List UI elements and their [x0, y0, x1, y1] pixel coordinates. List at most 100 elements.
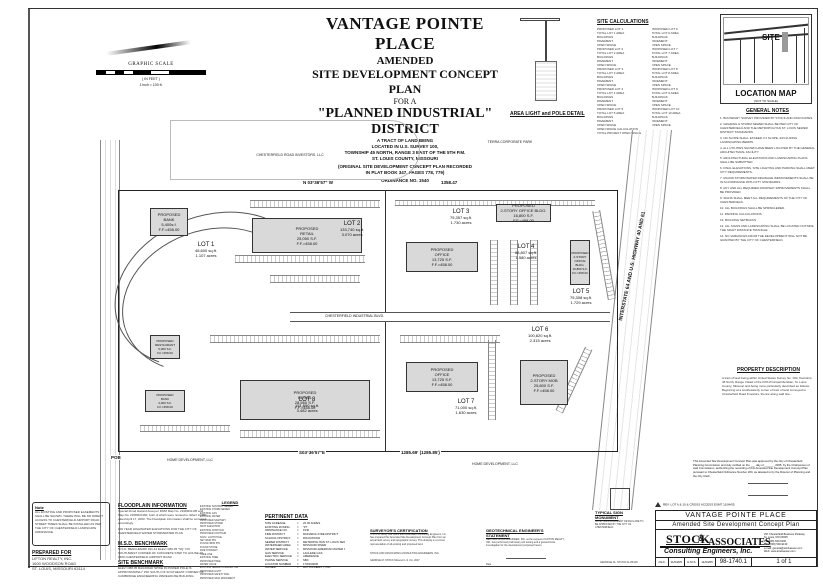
building-label-line: 2-STORY OFFICE BLDG.: [500, 208, 547, 213]
site-calculations-title: SITE CALCULATIONS: [597, 19, 649, 25]
calc-line: OPEN SPACE: [597, 123, 617, 127]
pertinent-eq: =: [297, 521, 299, 525]
approval-signature-line-1: [748, 483, 788, 484]
pertinent-value: AMERENUE: [303, 555, 319, 559]
logo-consulting-engineers: Consulting Engineers, Inc.: [664, 548, 753, 555]
firm-address: 257 Chesterfield Business Parkway St. Lo…: [764, 533, 816, 553]
location-map-title: LOCATION MAP: [735, 89, 797, 98]
calc-line: PAVEMENT: [651, 119, 668, 123]
calc-line: OPEN SPACE: [651, 63, 671, 67]
pertinent-key: GAS SERVICE: [265, 550, 284, 555]
calc-line: BUILDINGS: [651, 55, 668, 59]
pertinent-eq: =: [297, 539, 299, 544]
building-label-line: OFFICE: [434, 372, 450, 377]
lot-label-line: 3.482 acres: [296, 408, 318, 413]
building-label-line: PROPOSED: [571, 250, 589, 255]
revision-triangle-icon: [655, 502, 661, 507]
pertinent-value: MISSOURI RIVER: [303, 544, 327, 548]
firm-phone: PH (636) 530-9100: [764, 539, 787, 543]
building-label-line: RETAIL: [298, 395, 312, 400]
general-note-item: 8. ANY AND ALL REQUIRED ROADWAY IMPROVEM…: [720, 186, 811, 194]
building-label-line: PROPOSED: [532, 372, 556, 378]
calc-line: BUILDINGS: [597, 75, 614, 79]
pertinent-data-title: PERTINENT DATA: [265, 514, 308, 520]
client-address: 1600 WOODSON ROAD: [32, 561, 77, 566]
note-box-title: Note: [35, 505, 44, 510]
property-description-text: A tract of land being within United Stat…: [722, 376, 812, 396]
calc-line: OPEN SPACE: [651, 123, 671, 127]
pertinent-data-row: PHONE SERVICE=SBC: [265, 558, 345, 563]
building-label-line: 25,800 S.F.: [533, 382, 555, 388]
tb-info-row: J.E.F. 11/04/05 G.M.S. 11/04/05 98-1740.…: [656, 558, 816, 566]
lot-label-line: 100,820 sq.ft.: [528, 333, 553, 338]
logo-associates: ASSOCIATES: [708, 537, 771, 548]
point-of-beginning: POB: [110, 455, 122, 460]
pertinent-key: LOCATOR NUMBER: [265, 561, 292, 566]
sheet-number: 1 of 1: [776, 559, 792, 565]
legend-item: PROPOSED LIGHT: [200, 569, 222, 573]
calc-line: BUILDINGS: [597, 55, 614, 59]
calc-line: PAVEMENT: [651, 59, 668, 63]
lot-label-line: 2.315 acres: [529, 338, 551, 343]
legend-item: EXISTING CONTOUR: [200, 528, 224, 532]
site-benchmark-title: SITE BENCHMARK: [118, 560, 164, 566]
building-label-line: PROPOSED: [156, 339, 174, 343]
calc-line: BUILDINGS: [651, 35, 668, 39]
building-label-line: F.F.=458.00: [296, 240, 318, 246]
pertinent-data-row: EXISTING ZONING="PI": [265, 525, 345, 530]
location-map-drawing: SITE: [723, 17, 809, 85]
general-note-item: 2. GRADING & STORM SEWER SHALL BE PER CI…: [720, 122, 808, 134]
legend-item: PROPOSED TREE: [200, 559, 221, 563]
lot-label-line: LOT 8: [298, 397, 316, 403]
lot-label-line: 48,600 sq.ft.: [195, 248, 218, 253]
general-notes-title: GENERAL NOTES: [746, 108, 789, 114]
calc-line: TOTAL LOT 5 AREA: [597, 111, 625, 115]
engineer-seal-text: GEORGE M. STOCK E-25116: [600, 560, 638, 564]
legend-item: PROPOSED STORM: [200, 522, 223, 526]
calc-line: OPEN SPACE: [597, 63, 617, 67]
pertinent-key: WATERSHED AREA: [265, 543, 291, 548]
calc-line: PAVEMENT: [597, 119, 614, 123]
building-label-line: 5,000 S.F.: [158, 347, 172, 351]
lot-label-line: 1.730 acres: [450, 220, 472, 225]
pertinent-eq: =: [297, 543, 299, 548]
scale-bar: [96, 70, 206, 75]
pertinent-value: LIFTON REALTY, INC.: [303, 566, 332, 570]
calc-line: BUILDINGS: [651, 75, 668, 79]
pertinent-eq: =: [297, 528, 299, 533]
calc-line: TOTAL PROJECT OPEN SPACE: [597, 131, 642, 135]
site-marker: [782, 32, 788, 52]
building-label-line: F.F.=458.00: [157, 351, 173, 355]
checked-by: G.M.S.: [685, 558, 700, 566]
building-label-line: PROPOSED: [430, 367, 454, 372]
geotechnical-statement: GEOTECHNICAL ENGINEER'S STATEMENT GEOTEC…: [486, 528, 566, 567]
parking-row: [140, 425, 230, 432]
logo-ampersand: &: [698, 533, 705, 543]
pertinent-value: "PI": [303, 525, 308, 529]
pertinent-value: METROPOLITAN ST. LOUIS SEWER DIST.: [303, 540, 345, 544]
chesterfield-airport-road: [100, 140, 120, 560]
calc-line: PROPOSED LOT 3: [597, 67, 624, 71]
building-label-line: 13,725 S.F.: [431, 377, 453, 382]
general-note-item: 11. PARKING CALCULATIONS: [720, 212, 762, 216]
pertinent-data-row: SCHOOL DISTRICT=ROCKWOOD: [265, 535, 345, 541]
general-note-item: 10. ALL BUILDINGS SHALL BE SPRINKLERED.: [720, 206, 785, 210]
location-map-subtitle: (NOT TO SCALE): [754, 99, 778, 103]
pertinent-value: ROCKWOOD: [303, 536, 321, 540]
lot-label-line: 133,740 sq.ft.: [340, 227, 365, 232]
lot-label-line: LOT 4: [517, 244, 535, 250]
building-label-line: BANK: [163, 217, 175, 222]
parking-row: [250, 200, 380, 208]
lot-label-line: LOT 5: [572, 289, 590, 295]
building-label-line: 28,560 S.F.: [294, 400, 316, 405]
pertinent-eq: =: [297, 535, 299, 540]
pertinent-key: WATER SERVICE: [265, 546, 288, 551]
lot-label-line: 75,308 sq.ft.: [570, 295, 593, 300]
calc-line: BUILDINGS: [651, 95, 668, 99]
building-label-line: 25,050 S.F.: [296, 235, 318, 241]
calc-line: PROPOSED LOT 9: [651, 87, 678, 91]
